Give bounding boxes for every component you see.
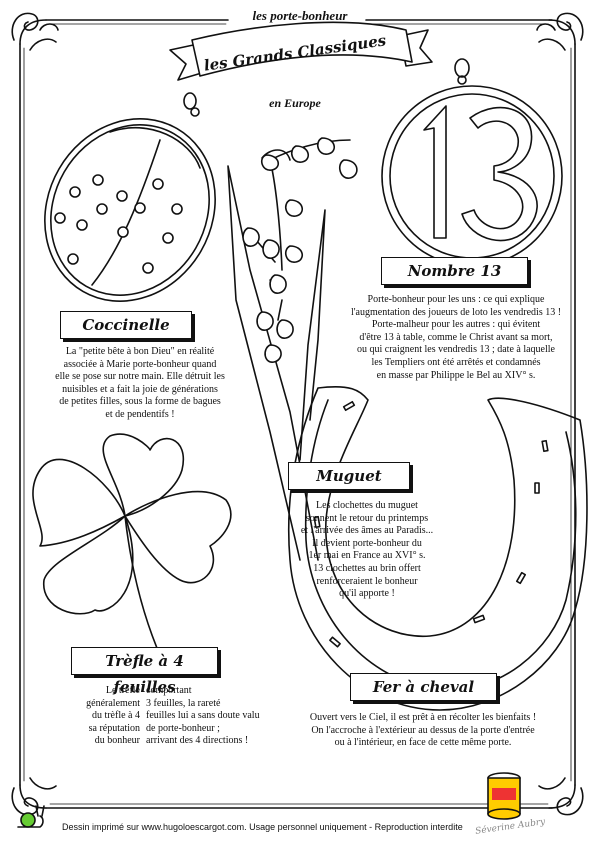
footer-credit: Dessin imprimé sur www.hugoloescargot.co… xyxy=(62,822,463,832)
text-line: feuilles lui a sans doute valu xyxy=(146,710,260,722)
header-top: les porte-bonheur xyxy=(252,8,348,23)
text-line: comportant xyxy=(146,685,192,696)
text-line: 1er mai en France au XVI° s. xyxy=(308,550,426,562)
text-line: nuisibles et a fait la joie de génératio… xyxy=(62,383,218,395)
text-line: Les clochettes du muguet xyxy=(316,500,418,511)
text-line: de petites filles, sous la forme de bagu… xyxy=(59,396,221,408)
label-coccinelle: Coccinelle xyxy=(60,311,192,339)
text-line: les Templiers ont été arrêtés et condamn… xyxy=(371,356,541,368)
label-muguet: Muguet xyxy=(288,462,410,490)
corner-ornament-bottom-left xyxy=(11,777,57,816)
text-nombre-13: Porte-bonheur pour les uns : ce qui expl… xyxy=(322,294,590,382)
text-line: renforceraient le bonheur xyxy=(316,575,418,587)
corner-ornament-bottom-right xyxy=(538,777,584,816)
label-nombre-13: Nombre 13 xyxy=(381,257,528,285)
text-line: La "petite bête à bon Dieu" en réalité xyxy=(65,346,215,357)
text-line: sonnent le retour du printemps xyxy=(305,512,429,524)
text-line: en masse par Philippe le Bel au XIV° s. xyxy=(376,369,536,381)
text-line: associée à Marie porte-bonheur quand xyxy=(63,358,217,370)
text-line: ou à l'intérieur, en face de cette même … xyxy=(334,737,512,749)
text-line: Il devient porte-bonheur du xyxy=(312,537,422,549)
text-line: sa réputation xyxy=(88,722,140,734)
text-line: du trèfle à 4 xyxy=(91,710,140,722)
text-coccinelle: La "petite bête à bon Dieu" en réalité a… xyxy=(42,346,238,422)
corner-ornament-top-right xyxy=(536,12,584,51)
label-fer-a-cheval: Fer à cheval xyxy=(350,673,497,701)
text-line: d'être 13 à table, comme le Christ avant… xyxy=(359,331,553,343)
header-bottom: en Europe xyxy=(269,96,321,110)
text-line: Porte-malheur pour les autres : qui évit… xyxy=(371,319,541,331)
text-line: généralement xyxy=(86,697,140,709)
text-line: 3 feuilles, la rareté xyxy=(146,697,221,709)
four-leaf-clover-drawing xyxy=(32,433,232,661)
label-trefle: Trèfle à 4 feuilles xyxy=(71,647,218,696)
number-13-medal-drawing xyxy=(381,58,563,267)
text-trefle-left: Le trèfle généralement du trèfle à 4 sa … xyxy=(70,685,140,748)
text-line: On l'accroche à l'extérieur au dessus de… xyxy=(311,724,535,736)
text-line: de porte-bonheur ; xyxy=(146,722,220,734)
text-line: et de pendentifs ! xyxy=(105,408,175,420)
text-line: Porte-bonheur pour les uns : ce qui expl… xyxy=(367,294,545,305)
text-line: 13 clochettes au brin offert xyxy=(313,562,421,574)
text-line: Ouvert vers le Ciel, il est prêt à en ré… xyxy=(309,712,537,723)
text-line: et l'arrivée des âmes au Paradis... xyxy=(300,525,434,537)
text-muguet: Les clochettes du muguet sonnent le reto… xyxy=(286,500,448,601)
title-ribbon xyxy=(169,21,433,81)
snail-logo xyxy=(17,805,45,828)
text-line: qu'il apporte ! xyxy=(339,588,395,600)
text-trefle-right: comportant 3 feuilles, la rareté feuille… xyxy=(146,685,260,748)
ladybug-drawing xyxy=(44,92,216,302)
text-line: l'augmentation des joueurs de loto les v… xyxy=(350,306,562,318)
text-line: elle se pose sur notre main. Elle détrui… xyxy=(55,371,225,383)
page-frame xyxy=(19,19,576,809)
corner-ornament-top-left xyxy=(11,12,59,51)
text-line: ou qui craignent les vendredis 13 ; date… xyxy=(357,344,555,356)
horseshoe-drawing xyxy=(287,385,588,711)
text-line: du bonheur xyxy=(94,735,140,747)
can-logo xyxy=(487,772,521,820)
text-fer-a-cheval: Ouvert vers le Ciel, il est prêt à en ré… xyxy=(288,712,558,750)
text-line: Le trèfle xyxy=(105,685,140,696)
text-line: arrivant des 4 directions ! xyxy=(146,735,249,747)
